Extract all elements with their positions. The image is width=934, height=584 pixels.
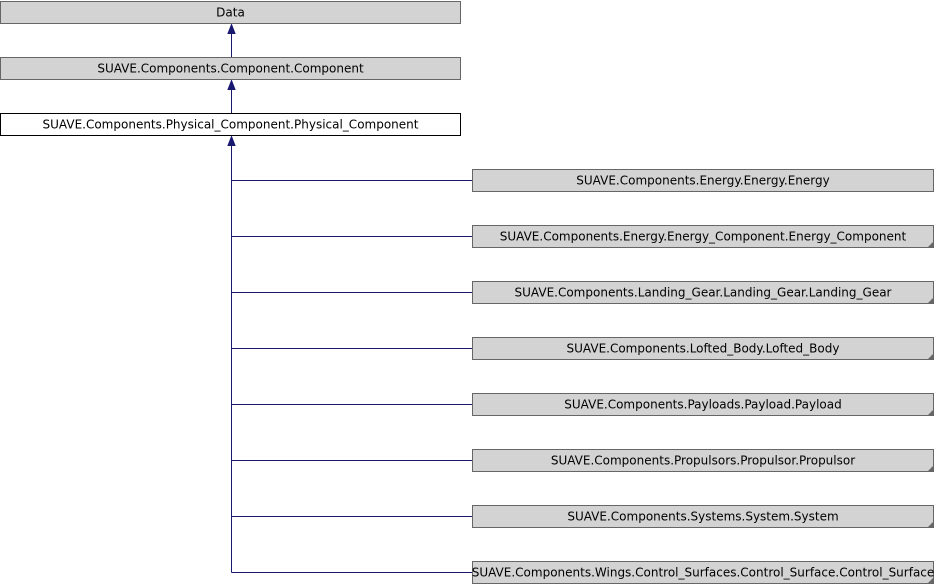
- class-node-propulsor-label: SUAVE.Components.Propulsors.Propulsor.Pr…: [551, 454, 855, 468]
- class-node-propulsor[interactable]: SUAVE.Components.Propulsors.Propulsor.Pr…: [472, 449, 934, 472]
- class-node-data-label: Data: [216, 6, 245, 20]
- class-node-energy-label: SUAVE.Components.Energy.Energy.Energy: [576, 174, 829, 188]
- class-node-system[interactable]: SUAVE.Components.Systems.System.System: [472, 505, 934, 528]
- class-node-energy[interactable]: SUAVE.Components.Energy.Energy.Energy: [472, 169, 934, 192]
- more-subclasses-marker: [927, 577, 934, 584]
- more-subclasses-marker: [927, 353, 934, 360]
- class-node-landing-gear-label: SUAVE.Components.Landing_Gear.Landing_Ge…: [515, 286, 892, 300]
- class-node-data[interactable]: Data: [0, 1, 461, 24]
- class-node-system-label: SUAVE.Components.Systems.System.System: [567, 510, 838, 524]
- class-node-component[interactable]: SUAVE.Components.Component.Component: [0, 57, 461, 80]
- inheritance-arrow: [227, 79, 236, 90]
- class-node-control-surface-label: SUAVE.Components.Wings.Control_Surfaces.…: [472, 566, 934, 580]
- more-subclasses-marker: [927, 409, 934, 416]
- class-node-landing-gear[interactable]: SUAVE.Components.Landing_Gear.Landing_Ge…: [472, 281, 934, 304]
- more-subclasses-marker: [927, 241, 934, 248]
- class-node-data-box: [0, 1, 461, 24]
- children-arrow: [227, 135, 236, 146]
- class-node-lofted-body-label: SUAVE.Components.Lofted_Body.Lofted_Body: [567, 342, 840, 356]
- more-subclasses-marker: [927, 521, 934, 528]
- inheritance-arrow: [227, 23, 236, 34]
- class-node-energy-component-label: SUAVE.Components.Energy.Energy_Component…: [500, 230, 907, 244]
- class-node-physical-component-box: [0, 113, 461, 136]
- class-node-payload-label: SUAVE.Components.Payloads.Payload.Payloa…: [564, 398, 841, 412]
- class-node-payload[interactable]: SUAVE.Components.Payloads.Payload.Payloa…: [472, 393, 934, 416]
- class-node-control-surface[interactable]: SUAVE.Components.Wings.Control_Surfaces.…: [472, 561, 934, 584]
- class-node-component-box: [0, 57, 461, 80]
- class-node-physical-component-label: SUAVE.Components.Physical_Component.Phys…: [43, 118, 419, 132]
- more-subclasses-marker: [927, 465, 934, 472]
- class-node-component-label: SUAVE.Components.Component.Component: [97, 62, 364, 76]
- more-subclasses-marker: [927, 297, 934, 304]
- class-node-physical-component: SUAVE.Components.Physical_Component.Phys…: [0, 113, 461, 136]
- class-node-lofted-body[interactable]: SUAVE.Components.Lofted_Body.Lofted_Body: [472, 337, 934, 360]
- class-node-energy-component[interactable]: SUAVE.Components.Energy.Energy_Component…: [472, 225, 934, 248]
- inheritance-edges: [227, 23, 473, 573]
